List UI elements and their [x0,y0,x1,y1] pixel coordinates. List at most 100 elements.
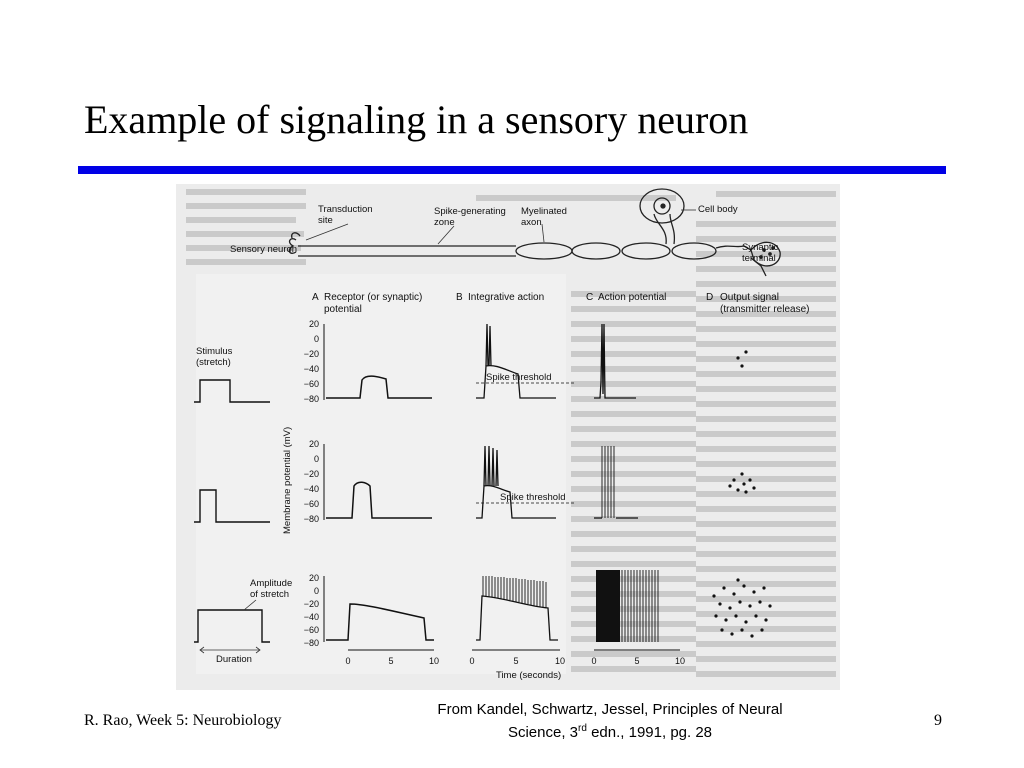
spike [485,323,489,367]
stimulus-label: Stimulus [196,346,233,357]
y-tick: −40 [304,612,319,622]
page-number: 9 [934,712,942,729]
y-tick: 0 [314,334,319,344]
receptor-ending [288,238,297,254]
spike-threshold-label: Spike threshold [486,372,551,383]
release-dots-2 [728,472,756,494]
x-tick: 0 [591,656,596,666]
release-dots-3 [712,578,772,638]
label-spike-zone-2: zone [434,217,455,228]
y-tick: −40 [304,364,319,374]
action-trace [594,323,636,399]
y-tick: 20 [309,319,319,329]
stimulus-trace [194,379,270,403]
y-axis-row-2: 20 0 −20 −40 −60 −80 [304,439,319,524]
receptor-trace [326,481,432,519]
column-heading-d: Output signal [720,292,779,303]
nucleus [653,197,671,215]
footer-course-label: R. Rao, Week 5: Neurobiology [84,712,282,729]
myelin-segment [671,242,717,260]
x-tick-labels: 0 5 10 0 5 10 0 5 10 [345,656,685,666]
x-tick: 5 [513,656,518,666]
receptor-trace [326,603,434,641]
faint-text-middle [476,195,696,672]
sensory-neuron-figure: Transduction site Spike-generating zone … [176,184,840,690]
y-tick: −80 [304,638,319,648]
receptor-potential-traces [326,375,434,641]
label-transduction-site: Transduction [318,204,373,215]
citation-part: edn., 1991, pg. 28 [586,724,713,741]
x-tick: 10 [675,656,685,666]
cell-body [639,188,685,224]
x-tick: 5 [388,656,393,666]
burst-b3 [482,576,547,608]
y-tick: 20 [309,573,319,583]
label-synaptic-terminal-2: terminal [742,253,776,264]
spike [488,325,492,367]
slide-title: Example of signaling in a sensory neuron [84,97,749,142]
y-tick: −60 [304,379,319,389]
y-axis-label: Membrane potential (mV) [282,427,293,534]
neuron-drawing [288,188,781,277]
stimulus-traces [194,379,270,643]
faint-text-left [186,189,306,265]
label-transduction-site-2: site [318,215,333,226]
citation-line-1: From Kandel, Schwartz, Jessel, Principle… [437,701,783,718]
label-sensory-neuron: Sensory neuron [230,244,297,255]
y-tick: 0 [314,454,319,464]
y-tick: −20 [304,349,319,359]
citation-line-2: Science, 3rd edn., 1991, pg. 28 [400,719,820,742]
x-tick: 0 [345,656,350,666]
stimulus-trace [194,489,270,523]
stimulus-label-2: (stretch) [196,357,231,368]
amplitude-pointer [243,599,257,611]
x-tick: 10 [555,656,565,666]
spike [495,449,499,487]
column-letter-d: D [706,292,713,303]
neuron-pointers [305,209,696,245]
column-heading-c: Action potential [598,292,666,303]
column-heading-a: Receptor (or synaptic) [324,292,422,303]
y-tick: 0 [314,586,319,596]
x-tick: 0 [469,656,474,666]
spikes-c2 [601,446,615,518]
y-axis-rows: 20 0 −20 −40 −60 −80 20 0 −20 −40 −60 −8… [304,319,319,648]
threshold-lines [476,382,576,504]
label-myelinated-axon-2: axon [521,217,542,228]
label-spike-zone: Spike-generating [434,206,506,217]
label-cell-body: Cell body [698,204,738,215]
x-tick: 10 [429,656,439,666]
stalk [669,213,676,245]
footer-citation: From Kandel, Schwartz, Jessel, Principle… [400,700,820,742]
figure-panel [196,274,566,674]
y-tick: −20 [304,599,319,609]
column-heading-d-2: (transmitter release) [720,304,809,315]
column-heading-b: Integrative action [468,292,544,303]
myelin-segment [621,242,671,260]
column-letter-b: B [456,292,463,303]
amplitude-label: Amplitude [250,578,292,589]
column-letter-c: C [586,292,593,303]
y-tick: −80 [304,514,319,524]
spike [491,447,495,487]
receptor-trace [326,375,432,399]
y-tick: −60 [304,499,319,509]
y-axis-row-1: 20 0 −20 −40 −60 −80 [304,319,319,404]
synaptic-terminal [750,241,781,267]
y-tick: −80 [304,394,319,404]
y-tick: −20 [304,469,319,479]
y-tick: −60 [304,625,319,635]
dense-spike-block [596,570,620,642]
spikes-c3 [621,570,659,642]
amplitude-label-2: of stretch [250,589,289,600]
faint-text-right [696,191,836,677]
y-axis-row-3: 20 0 −20 −40 −60 −80 [304,573,319,648]
duration-label: Duration [216,654,252,665]
x-axis-label: Time (seconds) [496,670,561,681]
y-tick: 20 [309,439,319,449]
x-tick: 5 [634,656,639,666]
stimulus-trace [194,609,270,643]
action-potential-traces [594,323,638,519]
title-rule [78,166,946,174]
stalk [653,213,667,245]
